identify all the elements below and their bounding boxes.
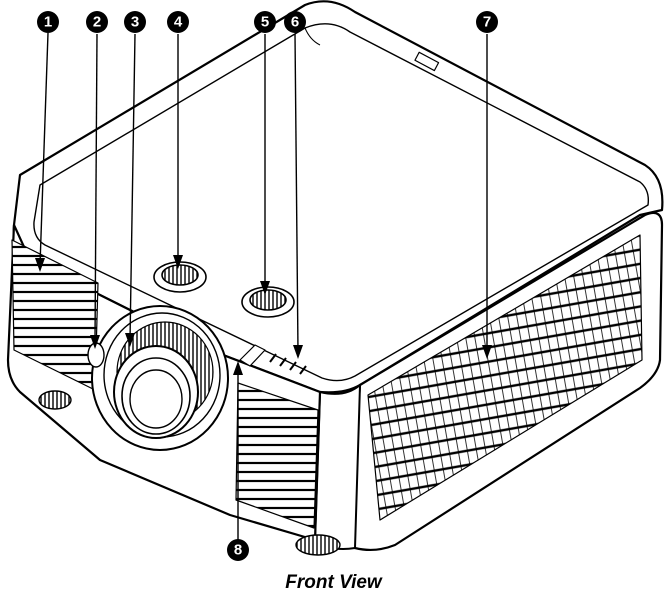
lens-shift-knob-top bbox=[153, 261, 207, 293]
leader-line-3 bbox=[129, 33, 136, 341]
callout-3: 3 bbox=[124, 11, 146, 33]
projector-body bbox=[6, 0, 664, 556]
callout-6: 6 bbox=[284, 11, 306, 33]
leader-line-2 bbox=[94, 33, 98, 343]
svg-text:6: 6 bbox=[291, 14, 299, 31]
callout-5: 5 bbox=[254, 11, 276, 33]
foot-left bbox=[38, 390, 72, 410]
right-vent-grille bbox=[367, 234, 643, 521]
callout-4: 4 bbox=[167, 11, 189, 33]
indicator-leds bbox=[239, 344, 307, 375]
callout-2: 2 bbox=[86, 11, 108, 33]
diagram-caption: Front View bbox=[285, 572, 382, 593]
ir-receiver bbox=[87, 342, 105, 368]
lens-assembly bbox=[91, 305, 229, 451]
callout-1: 1 bbox=[37, 11, 59, 33]
svg-text:5: 5 bbox=[261, 14, 269, 31]
front-right-vent bbox=[235, 382, 319, 529]
svg-text:7: 7 bbox=[483, 14, 491, 31]
leader-line-1 bbox=[39, 32, 49, 266]
leader-lines bbox=[39, 32, 488, 540]
svg-text:1: 1 bbox=[44, 14, 52, 31]
svg-text:3: 3 bbox=[131, 14, 139, 31]
leader-arrowheads bbox=[35, 255, 492, 375]
svg-text:8: 8 bbox=[234, 542, 242, 559]
callout-7: 7 bbox=[476, 11, 498, 33]
foot-right bbox=[295, 534, 341, 556]
callout-8: 8 bbox=[227, 539, 249, 561]
callouts: 1 2 3 4 5 6 7 8 bbox=[37, 11, 498, 561]
lens-shift-knob-bottom bbox=[241, 286, 295, 318]
svg-text:2: 2 bbox=[93, 14, 101, 31]
leader-line-6 bbox=[294, 33, 299, 353]
svg-text:4: 4 bbox=[174, 14, 183, 31]
